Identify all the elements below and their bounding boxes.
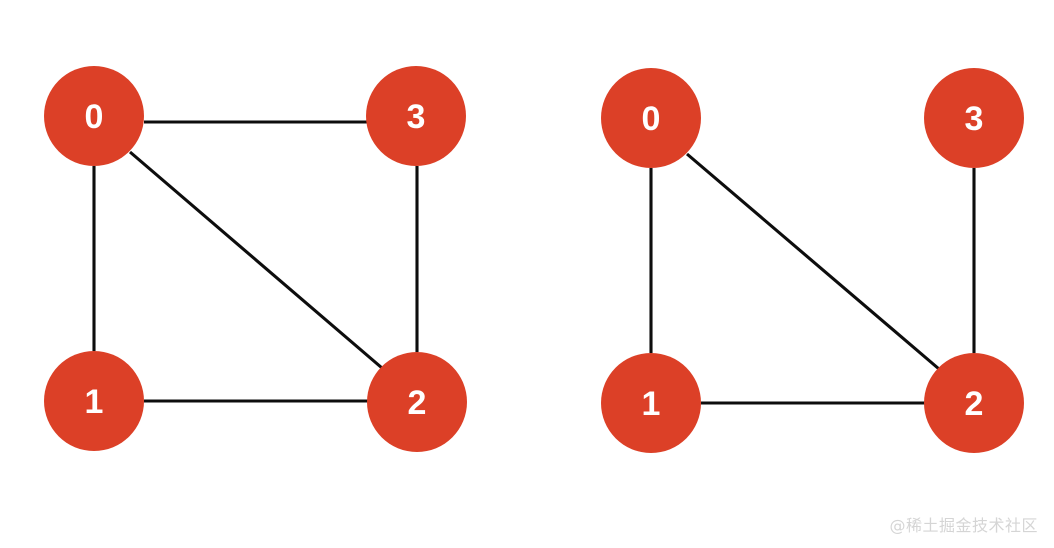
node-circle-1[interactable]	[44, 351, 144, 451]
left-graph-edges	[92, 120, 419, 403]
node-label-1: 1	[642, 385, 661, 423]
node-circle-3[interactable]	[366, 66, 466, 166]
graph-node-2[interactable]: 2	[924, 353, 1024, 453]
node-circle-1[interactable]	[601, 353, 701, 453]
node-label-2: 2	[408, 384, 427, 422]
graph-edge-0-2	[685, 152, 941, 371]
graph-node-0[interactable]: 0	[601, 68, 701, 168]
node-label-1: 1	[85, 383, 104, 421]
node-circle-0[interactable]	[601, 68, 701, 168]
node-label-0: 0	[642, 100, 661, 138]
node-label-3: 3	[407, 98, 426, 136]
right-graph-edges	[649, 152, 976, 405]
node-label-2: 2	[965, 385, 984, 423]
node-circle-0[interactable]	[44, 66, 144, 166]
node-label-0: 0	[85, 98, 104, 136]
right-graph: 0 3 1 2	[601, 68, 1024, 453]
node-circle-2[interactable]	[924, 353, 1024, 453]
graph-node-1[interactable]: 1	[44, 351, 144, 451]
graph-node-3[interactable]: 3	[924, 68, 1024, 168]
graphs-layer: 0 3 1 2 0 3 1 2	[44, 66, 1024, 453]
graph-edge-0-2	[128, 150, 384, 370]
graph-node-1[interactable]: 1	[601, 353, 701, 453]
node-circle-2[interactable]	[367, 352, 467, 452]
left-graph: 0 3 1 2	[44, 66, 467, 452]
graph-node-3[interactable]: 3	[366, 66, 466, 166]
node-label-3: 3	[965, 100, 984, 138]
left-graph-nodes: 0 3 1 2	[44, 66, 467, 452]
watermark-text: @稀土掘金技术社区	[889, 516, 1038, 535]
graph-node-2[interactable]: 2	[367, 352, 467, 452]
right-graph-nodes: 0 3 1 2	[601, 68, 1024, 453]
graph-node-0[interactable]: 0	[44, 66, 144, 166]
node-circle-3[interactable]	[924, 68, 1024, 168]
